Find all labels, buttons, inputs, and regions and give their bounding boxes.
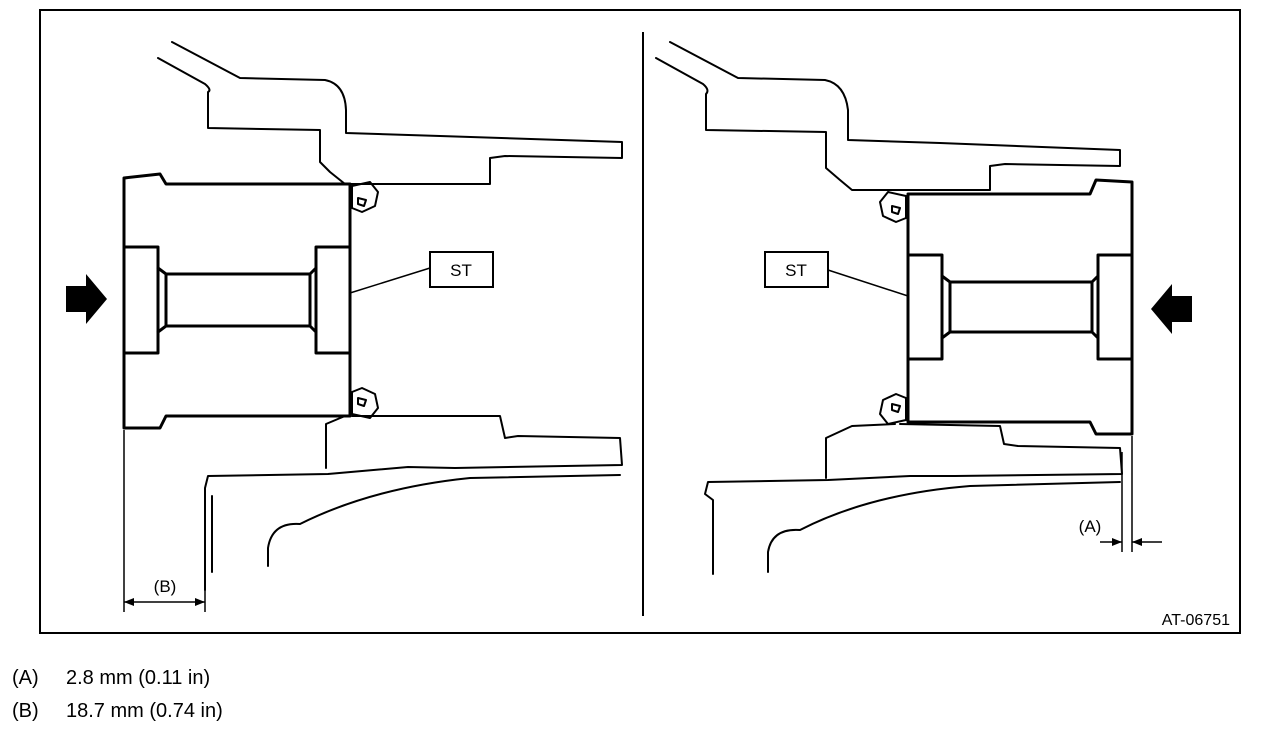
lower-housing-left: [204, 415, 623, 591]
tool-flange-left-a: [122, 245, 160, 355]
oil-seal-left-top: [351, 181, 379, 213]
dim-a-arrow-l: [1112, 538, 1122, 546]
st-box-left: [429, 251, 494, 288]
st-leader-left: [349, 267, 431, 294]
tool-flange-right-b: [1096, 253, 1134, 361]
figure-frame: [39, 9, 1241, 634]
lower-housing-step-left: [325, 415, 346, 469]
tool-body-left: [122, 172, 352, 430]
legend: (A) 2.8 mm (0.11 in) (B) 18.7 mm (0.74 in): [12, 662, 223, 728]
st-label-right: ST: [785, 261, 807, 280]
dim-a-label: (A): [1079, 517, 1102, 536]
legend-row-b: (B) 18.7 mm (0.74 in): [12, 695, 223, 728]
st-label-left: ST: [450, 261, 472, 280]
tool-flange-right-a: [906, 253, 944, 361]
push-arrow-left-icon: [66, 274, 107, 324]
oil-seal-right-top: [879, 191, 907, 223]
lower-housing-right: [704, 423, 1123, 575]
oil-seal-left-bottom: [351, 387, 379, 419]
st-leader-right: [827, 269, 909, 297]
dim-a-arrow-r: [1132, 538, 1142, 546]
upper-housing-right: [655, 41, 1121, 191]
legend-row-a: (A) 2.8 mm (0.11 in): [12, 662, 223, 695]
lower-curve-right: [767, 481, 1121, 573]
diagram-figure: ST (B) ST (A: [39, 9, 1241, 634]
figure-code: AT-06751: [1162, 612, 1230, 629]
dim-b-arrow-l: [124, 598, 134, 606]
legend-value-b: 18.7 mm (0.74 in): [66, 700, 223, 722]
right-panel: ST (A): [655, 41, 1192, 575]
legend-value-a: 2.8 mm (0.11 in): [66, 667, 211, 689]
left-panel: ST (B): [66, 41, 623, 612]
upper-housing-left: [157, 41, 623, 185]
dim-b-label: (B): [154, 577, 177, 596]
oil-seal-right-bottom: [879, 393, 907, 425]
tool-shaft-left: [156, 266, 318, 334]
lower-curve-left: [267, 474, 621, 567]
push-arrow-right-icon: [1151, 284, 1192, 334]
tool-body-right: [906, 178, 1134, 436]
st-box-right: [764, 251, 829, 288]
dim-b-arrow-r: [195, 598, 205, 606]
lower-housing-step-right: [825, 423, 896, 479]
legend-key-b: (B): [12, 700, 39, 722]
tool-flange-left-b: [314, 245, 352, 355]
legend-key-a: (A): [12, 667, 39, 689]
tool-shaft-right: [940, 274, 1100, 340]
